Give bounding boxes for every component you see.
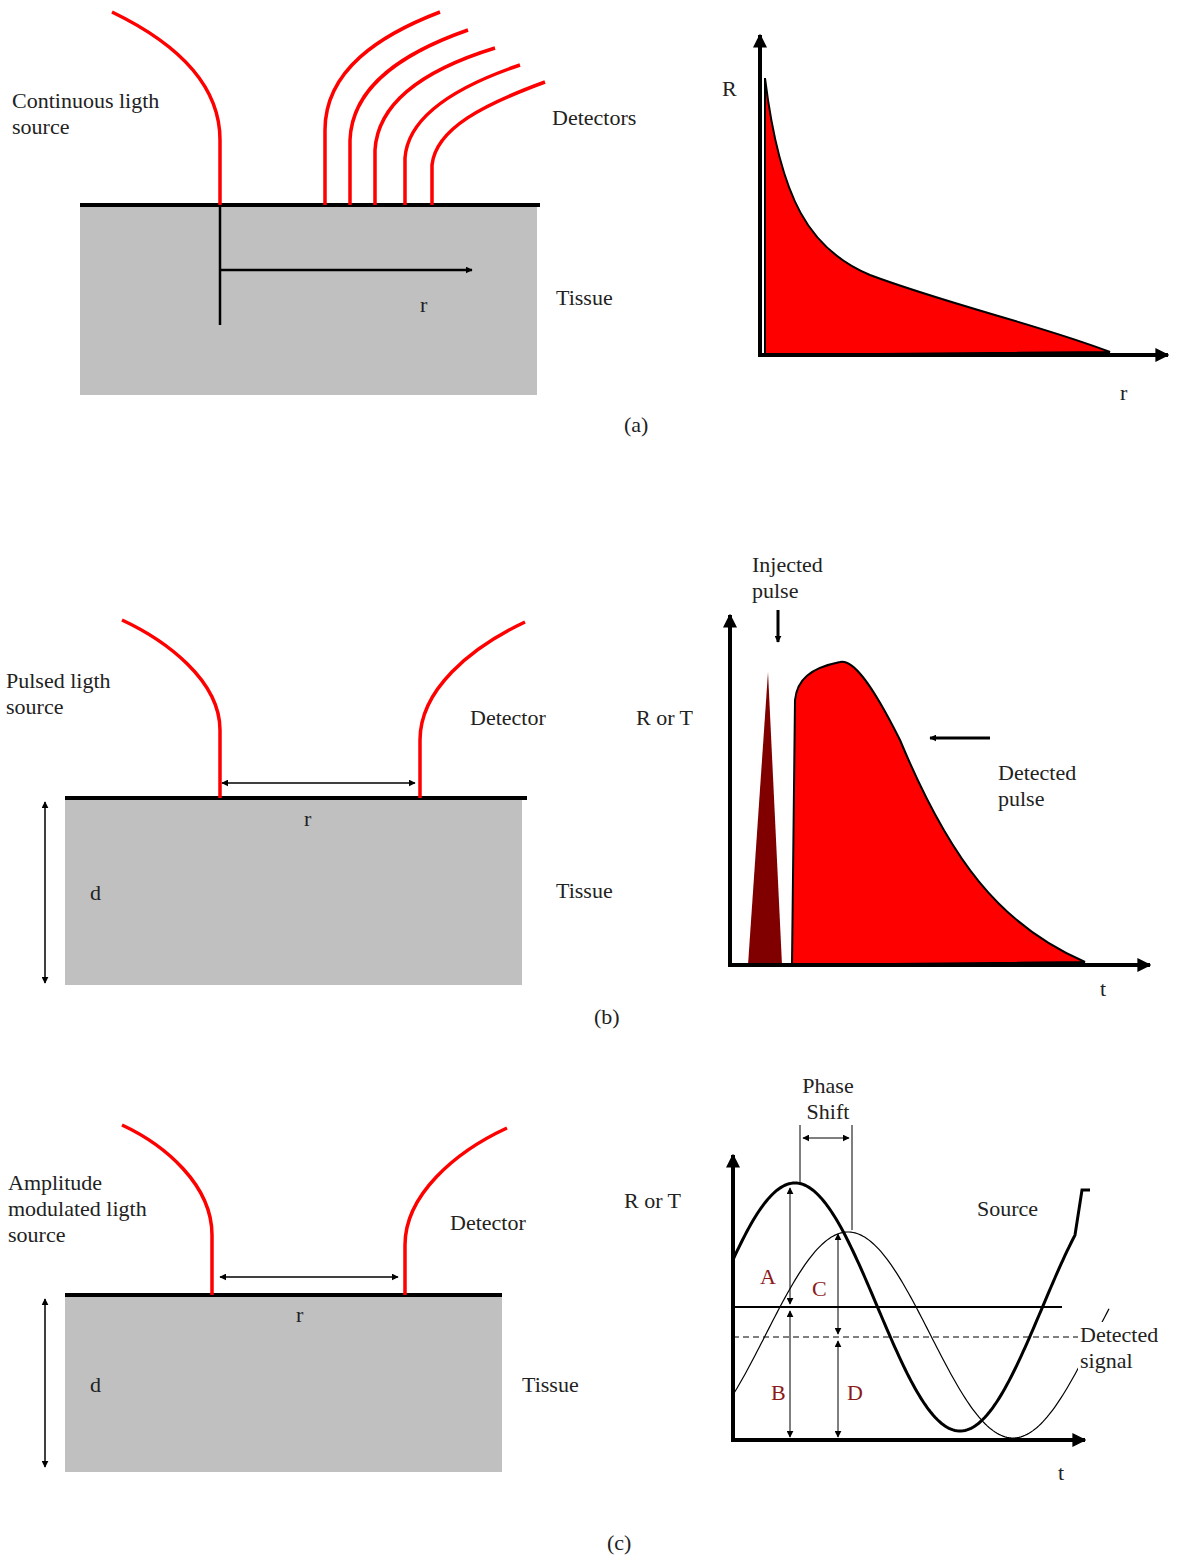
tissue-block xyxy=(65,1295,502,1472)
source-fiber xyxy=(122,620,220,798)
detector-fibers xyxy=(325,12,545,205)
wave-label: Detected signal xyxy=(1078,1322,1172,1374)
amplitude-arrow xyxy=(790,1311,791,1437)
detector-label: Detectors xyxy=(552,105,636,131)
panel-label: (b) xyxy=(594,1004,620,1030)
panel-label: (c) xyxy=(607,1530,631,1556)
phase-arrow xyxy=(803,1138,849,1139)
source-label: Pulsed ligth source xyxy=(6,668,156,720)
axis-label: t xyxy=(1058,1460,1064,1486)
amplitude-letter: C xyxy=(810,1276,829,1302)
pointer-arrow xyxy=(930,737,990,740)
tissue-surface xyxy=(80,203,540,207)
reflectance-curve xyxy=(765,78,1110,355)
amplitude-letter: D xyxy=(845,1380,865,1406)
amplitude-arrow xyxy=(838,1234,839,1334)
distance-symbol: r xyxy=(420,292,427,318)
tissue-label: Tissue xyxy=(556,878,613,904)
depth-symbol: d xyxy=(90,880,101,906)
source-label: Amplitude modulated ligth source xyxy=(8,1170,148,1248)
x-axis xyxy=(728,963,1150,967)
depth-line xyxy=(219,205,222,325)
y-axis xyxy=(731,1155,735,1442)
depth-symbol: d xyxy=(90,1372,101,1398)
panel-c xyxy=(45,1125,1109,1472)
x-axis xyxy=(731,1438,1085,1442)
distance-symbol: r xyxy=(304,806,311,832)
distance-arrow xyxy=(220,269,472,272)
axis-label: t xyxy=(1100,976,1106,1002)
source-label: Continuous ligth source xyxy=(12,88,162,140)
distance-arrow xyxy=(222,782,415,784)
panel-a xyxy=(80,12,1168,395)
tissue-block xyxy=(65,798,522,985)
injected-pulse xyxy=(748,672,782,965)
tissue-surface xyxy=(65,1293,502,1297)
axis-label: R or T xyxy=(636,705,693,731)
panel-label: (a) xyxy=(624,412,648,438)
source-wave xyxy=(733,1183,1090,1431)
detected-wave xyxy=(733,1232,1109,1438)
wave-label: Source xyxy=(975,1196,1040,1222)
x-axis xyxy=(758,353,1168,357)
tissue-label: Tissue xyxy=(556,285,613,311)
panel-b xyxy=(45,610,1150,985)
pointer-arrow xyxy=(777,610,780,642)
amplitude-arrow xyxy=(790,1188,791,1304)
tissue-block xyxy=(80,205,537,395)
y-axis xyxy=(758,35,762,357)
tissue-label: Tissue xyxy=(522,1372,579,1398)
depth-arrow xyxy=(44,802,46,983)
tissue-surface xyxy=(65,796,527,800)
y-axis xyxy=(728,615,732,967)
amplitude-arrow xyxy=(838,1341,839,1437)
source-mean-line xyxy=(733,1306,1062,1308)
detected-pulse xyxy=(792,662,1085,965)
axis-label: r xyxy=(1120,380,1127,406)
depth-arrow xyxy=(44,1299,46,1467)
phase-label: Phase Shift xyxy=(790,1073,866,1125)
distance-arrow xyxy=(220,1276,398,1278)
axis-label: R or T xyxy=(624,1188,681,1214)
detector-label: Detector xyxy=(450,1210,526,1236)
amplitude-letter: B xyxy=(769,1380,788,1406)
detector-label: Detector xyxy=(470,705,546,731)
phase-tick xyxy=(852,1125,853,1230)
phase-tick xyxy=(800,1125,801,1185)
detected-mean-line xyxy=(733,1337,1085,1338)
axis-label: R xyxy=(722,76,737,102)
distance-symbol: r xyxy=(296,1302,303,1328)
amplitude-letter: A xyxy=(760,1264,776,1290)
pulse-label: Detected pulse xyxy=(998,760,1108,812)
pulse-label: Injected pulse xyxy=(752,552,852,604)
